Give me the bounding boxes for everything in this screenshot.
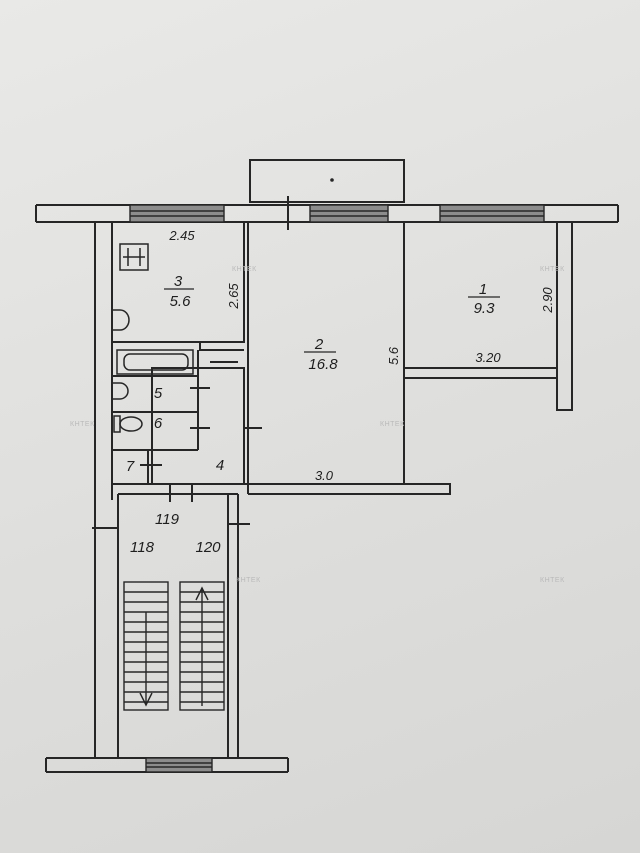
bathtub-icon [116,349,194,375]
dim-room-2-width: 3.0 [315,468,334,483]
watermark: КНТЕК [236,577,261,584]
windows [129,204,545,773]
window-staircase [145,757,213,773]
watermark: КНТЕК [232,266,257,273]
room-6-number: 6 [154,415,163,432]
toilet-icon [113,415,143,433]
watermark: КНТЕК [540,577,565,584]
apartment-119-label: 119 [155,511,180,528]
room-3-number: 3 [174,273,183,290]
door-markers [92,196,289,529]
watermark: КНТЕК [540,266,565,273]
sink-room-3-icon [112,309,130,331]
arrow-up-icon [195,586,209,706]
dim-room-1-width: 3.20 [475,350,501,365]
dimension-labels: 2.45 2.65 5.6 3.0 2.90 3.20 [168,228,555,483]
balcony [249,159,405,203]
watermark: КНТЕК [70,421,95,428]
sink-room-5-icon [112,382,129,400]
window-room-2 [309,204,389,223]
arrow-down-icon [139,612,153,707]
room-7-number: 7 [126,458,135,475]
room-1-number: 1 [479,281,487,298]
dim-room-3-length: 2.65 [226,283,241,310]
room-1-area: 9.3 [474,300,496,317]
watermark: КНТЕК [380,421,405,428]
washing-machine-icon [119,243,149,271]
balcony-marker [330,178,334,182]
apartment-118-label: 118 [130,539,155,556]
watermarks: КНТЕК КНТЕК КНТЕК КНТЕК КНТЕК КНТЕК [70,266,565,584]
exterior-wall-right-stub [556,222,573,411]
room-2-walls [247,221,405,485]
dim-room-1-length: 2.90 [540,287,555,314]
apartment-120-label: 120 [195,539,221,556]
stairs [123,581,225,711]
room-2-area: 16.8 [308,356,338,373]
room-labels: 1 9.3 2 16.8 3 5.6 4 5 6 7 [126,273,500,475]
stair-apartment-numbers: 118 119 120 [130,511,221,556]
room-5-number: 5 [154,385,163,402]
window-room-1 [439,204,545,223]
exterior-wall-left [94,222,113,758]
room-4-number: 4 [216,457,224,474]
dim-room-3-width: 2.45 [168,228,195,243]
room-2-number: 2 [314,336,324,353]
staircase-walls [117,493,239,758]
dim-room-2-length: 5.6 [386,346,401,365]
window-room-3 [129,204,225,223]
fixtures [112,243,194,433]
room-3-area: 5.6 [170,293,192,310]
